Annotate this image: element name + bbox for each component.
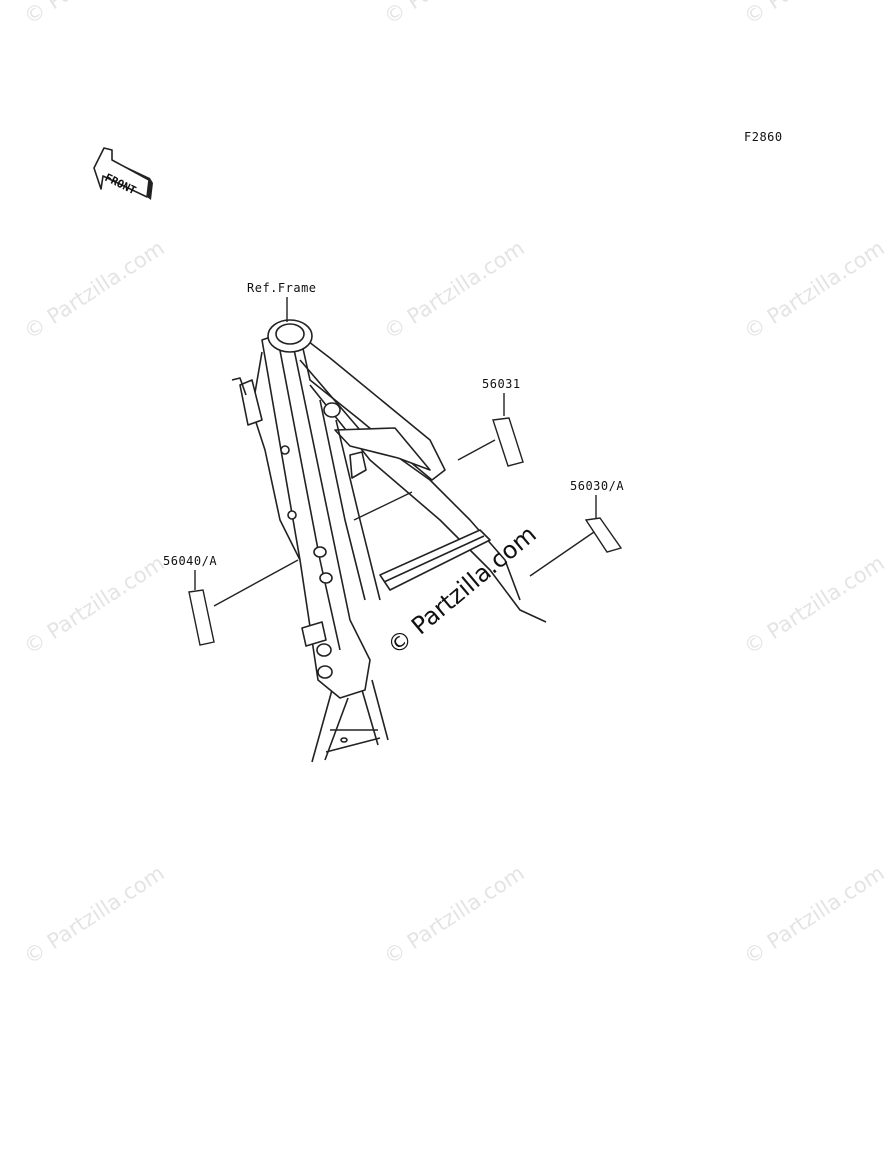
watermark-layer: © Partzilla.com © Partzilla.com © Partzi… — [20, 0, 889, 969]
part-label-56030a: 56030/A — [570, 479, 624, 493]
watermark: © Partzilla.com — [20, 861, 169, 969]
watermark: © Partzilla.com — [20, 236, 169, 344]
leader-56031-pointer — [457, 439, 496, 461]
frame-illustration — [231, 319, 547, 763]
watermark: © Partzilla.com — [740, 236, 889, 344]
watermark: © Partzilla.com — [740, 861, 889, 969]
diagram-code: F2860 — [744, 130, 783, 144]
front-arrow-icon: FRONT — [93, 147, 153, 200]
leader-56031-pointer-b — [353, 491, 413, 521]
watermark: © Partzilla.com — [740, 551, 889, 659]
part-label-56040a: 56040/A — [163, 554, 217, 568]
decal-56031 — [492, 417, 524, 467]
leader-56030a-pointer — [529, 531, 595, 577]
watermark: © Partzilla.com — [20, 551, 169, 659]
decal-56030a — [584, 517, 623, 553]
watermark: © Partzilla.com — [380, 861, 529, 969]
decal-56040a — [188, 589, 215, 646]
leader-56040a-pointer — [213, 559, 299, 607]
watermark: © Partzilla.com — [20, 0, 169, 29]
watermark: © Partzilla.com — [380, 236, 529, 344]
part-label-56031: 56031 — [482, 377, 521, 391]
watermark: © Partzilla.com — [740, 0, 889, 29]
ref-frame-label: Ref.Frame — [247, 281, 317, 295]
watermark: © Partzilla.com — [380, 0, 529, 29]
